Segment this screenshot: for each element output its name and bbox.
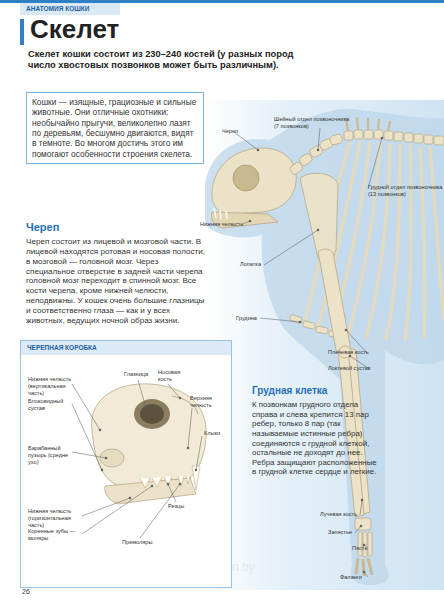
cat-silhouette — [205, 109, 444, 585]
skull-part-label: Глазница — [124, 371, 154, 378]
body-text: Череп состоит из лицевой и мозговой част… — [26, 237, 206, 326]
skull-part-label: Клыки — [204, 430, 230, 437]
skull-part-label: Носовая кость — [158, 369, 188, 383]
humerus — [318, 249, 350, 355]
part-label: Грудина — [236, 315, 266, 322]
illustration-background — [205, 100, 444, 590]
skull — [211, 148, 296, 228]
page-number: 26 — [22, 588, 42, 597]
part-label: Локтевой сустав — [328, 365, 388, 372]
part-label: Фаланги — [340, 574, 370, 581]
inset-heading: ЧЕРЕПНАЯ КОРОБКА — [21, 341, 231, 355]
node-text: Кошки — изящные, грациозные и сильные жи… — [32, 97, 198, 159]
scapula — [300, 173, 338, 262]
title-bar — [20, 19, 24, 45]
skull-part-label: Нижняя челюсть (вертикальная часть) — [28, 376, 74, 396]
thoracic-vertebrae — [344, 117, 444, 145]
part-label: Лучевая кость — [320, 511, 365, 518]
intro-box: Кошки — изящные, грациозные и сильные жи… — [26, 92, 204, 164]
section-heading: Череп — [26, 221, 146, 234]
part-label: Пясть — [352, 545, 376, 552]
skull-part-label: Резцы — [168, 503, 192, 510]
body-text: К позвонкам грудного отдела справа и сле… — [252, 400, 380, 477]
node-text: АНАТОМИЯ КОШКИ — [26, 5, 114, 13]
page-title: Скелет — [30, 14, 119, 46]
skull-part-label: Барабанный пузырь (средне ухо) — [28, 445, 74, 465]
section-tab: АНАТОМИЯ КОШКИ — [20, 3, 120, 15]
part-label: Лопатка — [240, 261, 270, 268]
skull-part-label: Коренные зубы — моляры — [28, 528, 84, 542]
part-label: Грудной отдел позвоночника (13 позвонков… — [368, 184, 444, 198]
part-label: Шейный отдел позвоночника (7 позвонков) — [274, 116, 354, 130]
skull-photo-bone — [92, 384, 206, 504]
part-label: Плечевая кость — [328, 349, 388, 356]
skull-part-label: Верхняя челюсть — [190, 395, 228, 409]
skull-part-label: Блоковидный сустав — [28, 398, 76, 412]
skull-part-label: Премоляры — [122, 539, 158, 546]
cervical-vertebrae — [289, 134, 343, 176]
lead-text: Скелет кошки состоит из 230–240 костей (… — [28, 49, 303, 72]
part-label: Нижняя челюсть — [200, 221, 250, 228]
part-label: Запястье — [328, 529, 358, 536]
section-heading: Грудная клетка — [252, 385, 382, 397]
skull-part-label: Нижняя челюсть (горизонтальная часть) — [28, 508, 84, 528]
part-label: Череп — [222, 128, 262, 135]
